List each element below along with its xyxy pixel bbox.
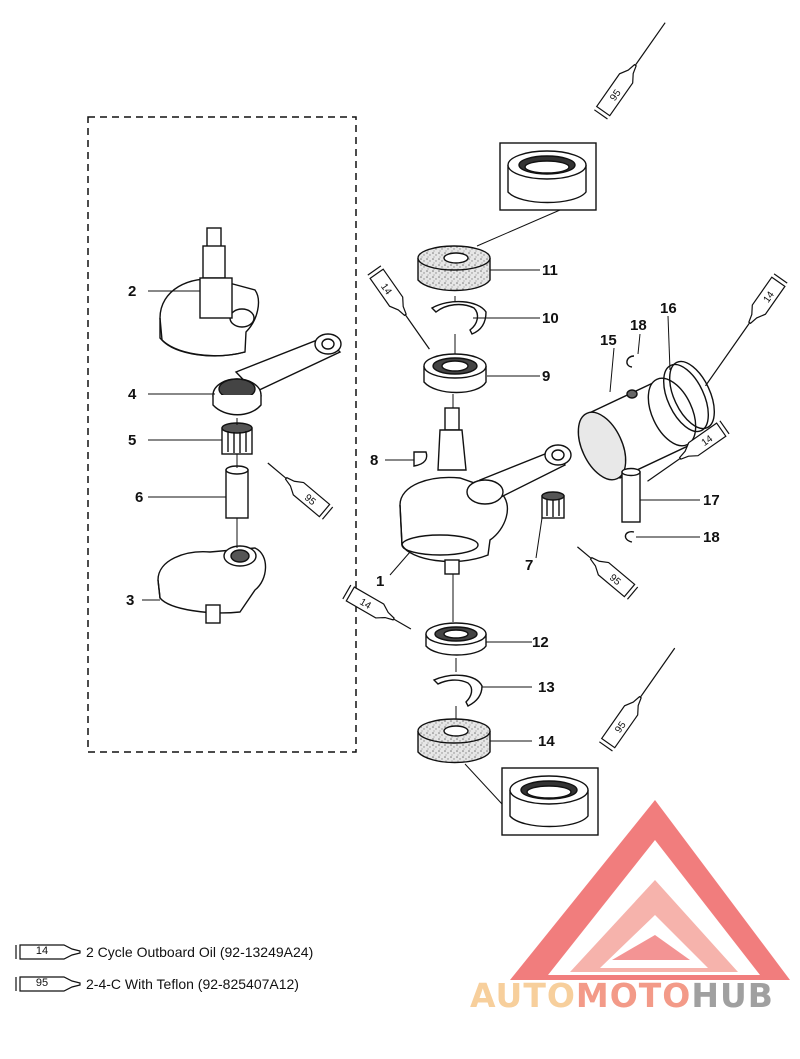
callout-2: 2: [128, 283, 137, 300]
callout-5: 5: [128, 432, 137, 449]
piston: [577, 377, 697, 481]
grease-tube-icon: 14: [367, 265, 430, 350]
legend-text: 2-4-C With Teflon (92-825407A12): [86, 976, 299, 992]
callout-6: 6: [135, 489, 144, 506]
watermark-text: AUTOMOTOHUB: [470, 976, 774, 1015]
legend-item-oil: 14 2 Cycle Outboard Oil (92-13249A24): [14, 943, 313, 961]
leader-lines: [142, 269, 700, 742]
snap-ring-upper: [430, 301, 487, 335]
piston-pin: [621, 467, 641, 523]
callout-17: 17: [703, 492, 720, 509]
piston-pin-clip-upper: [626, 355, 635, 368]
crankshaft-lower-part: [157, 545, 267, 624]
callout-10: 10: [542, 310, 559, 327]
needle-bearing-left: [221, 422, 253, 455]
callout-16: 16: [660, 300, 677, 317]
crankshaft-upper-part: [159, 227, 260, 357]
callout-14: 14: [538, 733, 555, 750]
seal-detail-upper: [499, 142, 597, 211]
oil-seal-lower: [417, 718, 491, 764]
ball-bearing-lower: [425, 622, 487, 656]
grease-tube-icon: 95: [599, 647, 676, 752]
legend-text: 2 Cycle Outboard Oil (92-13249A24): [86, 944, 314, 960]
oil-seal-upper: [417, 245, 491, 292]
grease-tube-icon: 95: [594, 22, 666, 120]
watermark-logo-icon: [510, 800, 790, 980]
callout-11: 11: [542, 262, 558, 279]
callout-18-lower: 18: [703, 529, 720, 546]
watermark-part-2: MOTO: [575, 976, 692, 1015]
woodruff-key: [413, 451, 428, 467]
callout-7: 7: [525, 557, 534, 574]
connecting-rod-right: [466, 444, 572, 505]
watermark-part-1: AUTO: [470, 976, 576, 1015]
connecting-rod-left: [212, 333, 342, 416]
callout-18-upper: 18: [630, 317, 647, 334]
oil-tube-icon: 14: [14, 943, 76, 961]
callout-13: 13: [538, 679, 555, 696]
watermark-part-3: HUB: [691, 976, 774, 1015]
assembly-lines: [236, 209, 561, 805]
grease-tube-icon: 95: [267, 462, 334, 520]
alternate-parts-dashed-box: [87, 116, 357, 753]
grease-tube-icon: 14: [647, 420, 730, 482]
callout-8: 8: [370, 452, 379, 469]
grease-tube-icon: 14: [705, 273, 788, 387]
callout-12: 12: [532, 634, 549, 651]
grease-tube-icon: 95: [577, 546, 639, 600]
needle-bearing-right: [541, 491, 565, 519]
callout-3: 3: [126, 592, 135, 609]
grease-tube-icon: 14: [342, 584, 412, 630]
callout-9: 9: [542, 368, 551, 385]
piston-rings: [662, 360, 716, 433]
callout-1: 1: [376, 573, 385, 590]
legend-tube-icon-oil: [15, 944, 81, 960]
teflon-tube-icon: 95: [14, 975, 76, 993]
grease-code-label: 14: [358, 597, 374, 612]
legend-item-teflon: 95 2-4-C With Teflon (92-825407A12): [14, 975, 299, 993]
legend-code: 95: [35, 977, 49, 989]
legend-tube-icon-teflon: [15, 976, 81, 992]
callout-15: 15: [600, 332, 617, 349]
callout-4: 4: [128, 386, 137, 403]
legend-code: 14: [35, 945, 49, 957]
ball-bearing-upper: [423, 353, 487, 394]
seal-detail-lower: [501, 767, 599, 836]
piston-pin-clip-lower: [624, 531, 635, 543]
snap-ring-lower: [432, 674, 483, 707]
crankpin-left: [225, 465, 249, 519]
